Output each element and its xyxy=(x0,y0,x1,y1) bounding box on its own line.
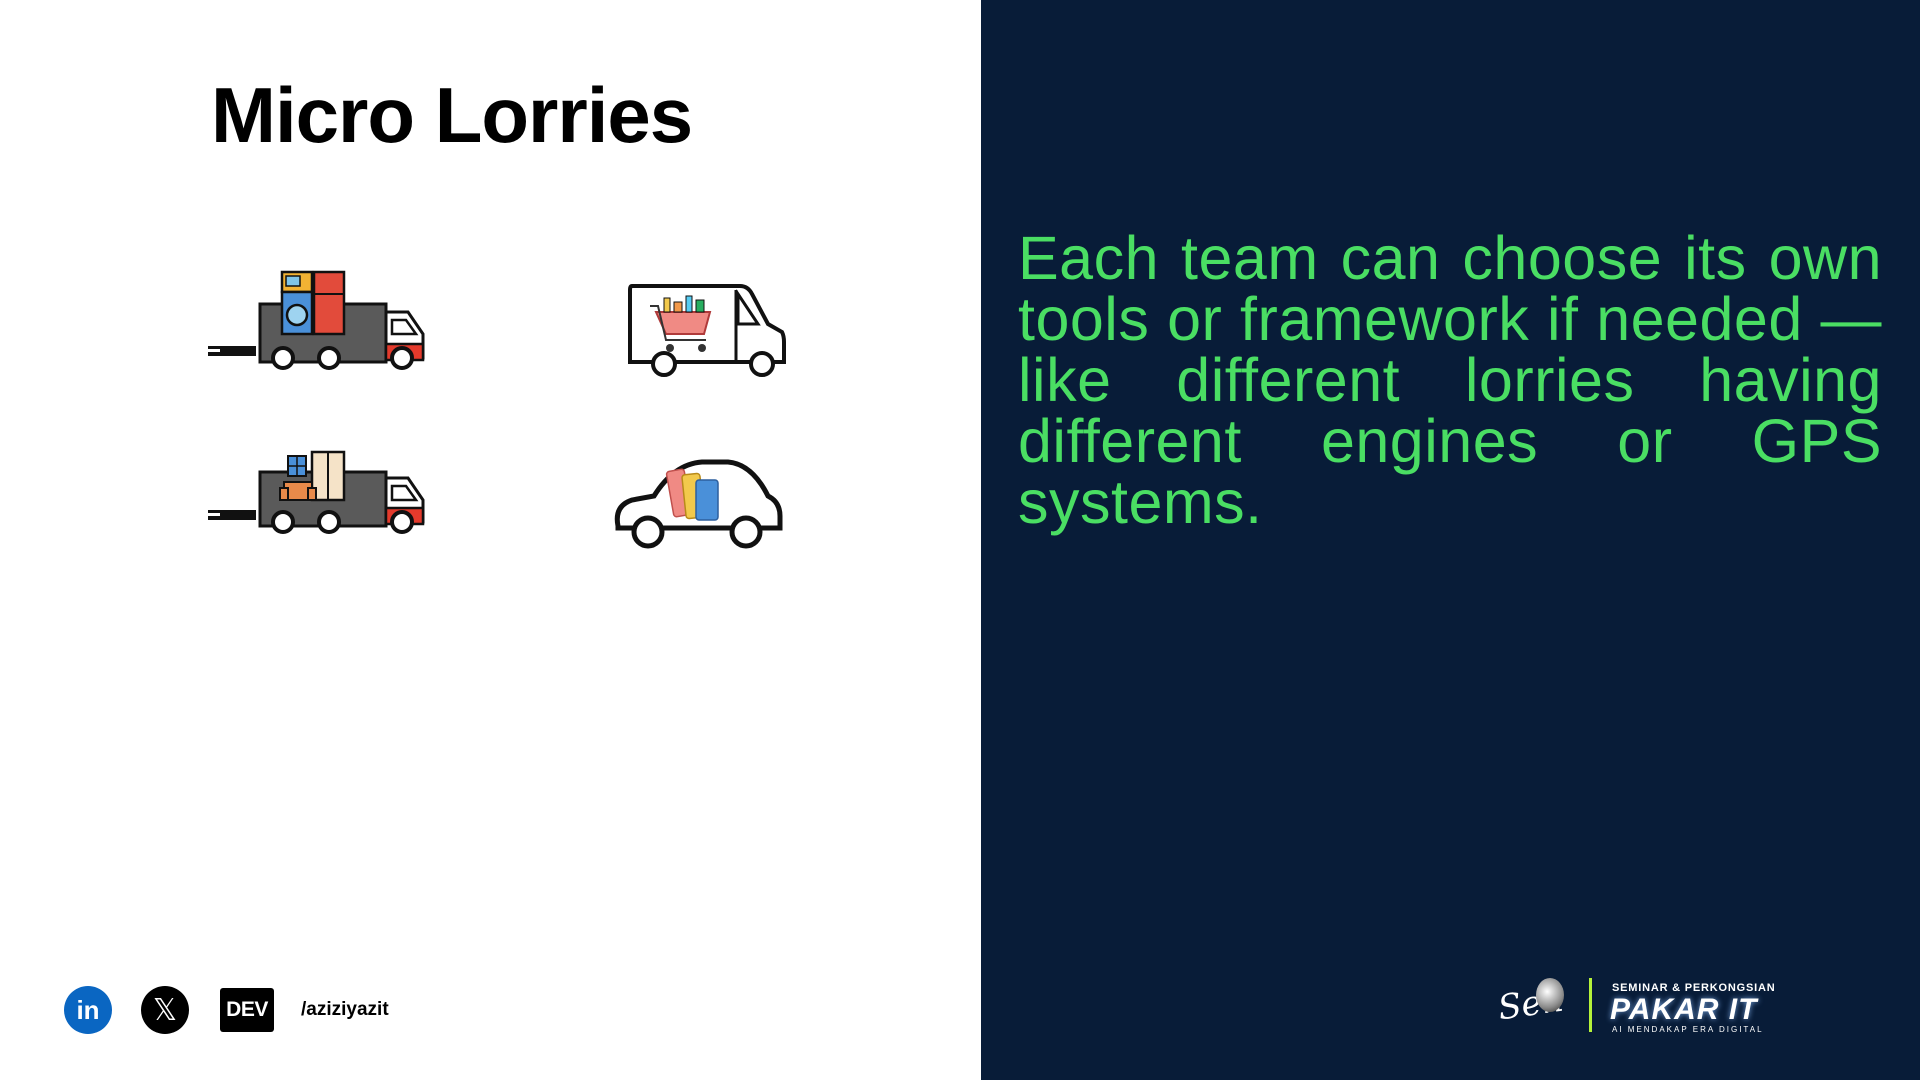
brand-tagline: AI MENDAKAP ERA DIGITAL xyxy=(1612,1025,1764,1034)
left-panel xyxy=(0,0,981,1080)
truck-appliances-icon xyxy=(208,268,428,372)
linkedin-icon[interactable]: in xyxy=(64,986,112,1034)
social-links: in 𝕏 DEV /aziziyazit xyxy=(64,986,389,1034)
brand-top-line: SEMINAR & PERKONGSIAN xyxy=(1612,982,1776,994)
brand-seal-icon xyxy=(1536,978,1564,1012)
car-books-icon xyxy=(610,456,786,550)
right-panel xyxy=(981,0,1920,1080)
dev-icon[interactable]: DEV xyxy=(220,988,274,1032)
x-icon[interactable]: 𝕏 xyxy=(141,986,189,1034)
social-handle: /aziziyazit xyxy=(301,999,389,1020)
slide-title: Micro Lorries xyxy=(211,71,693,159)
truck-furniture-icon xyxy=(208,448,428,536)
brand-logo: Sen SEMINAR & PERKONGSIAN PAKAR IT AI ME… xyxy=(1492,970,1792,1040)
van-grocery-icon xyxy=(626,280,788,380)
brand-divider xyxy=(1589,978,1592,1032)
brand-name: PAKAR IT xyxy=(1610,993,1758,1026)
body-text: Each team can choose its own tools or fr… xyxy=(1018,224,1882,536)
